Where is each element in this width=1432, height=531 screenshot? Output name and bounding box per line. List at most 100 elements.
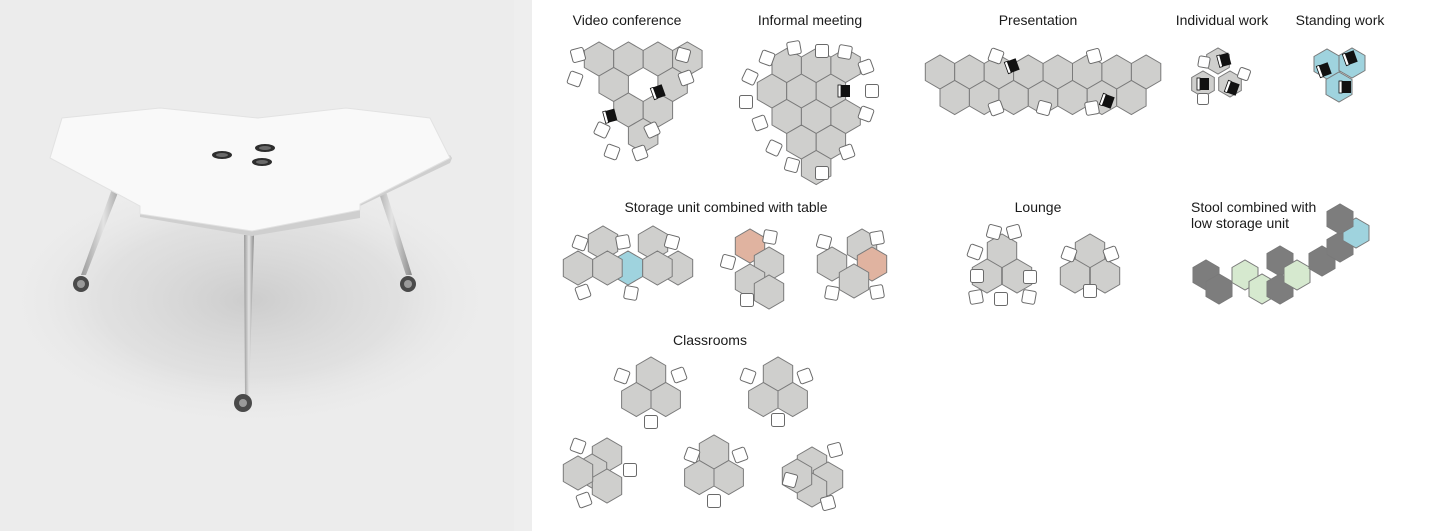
chair-square-icon — [670, 366, 688, 384]
laptop-icon — [1338, 80, 1351, 94]
label-stool-storage: Stool combined with low storage unit — [1191, 199, 1391, 231]
hex-table-illustration — [0, 107, 500, 430]
table-leg — [244, 235, 254, 395]
laptop-icon — [1003, 58, 1020, 75]
label-presentation: Presentation — [998, 12, 1078, 28]
chair-square-icon — [643, 121, 661, 139]
chair-square-icon — [781, 471, 799, 489]
chair-square-icon — [826, 441, 844, 459]
hex-table-top — [1326, 203, 1354, 235]
caster-wheel — [73, 276, 89, 292]
chair-square-icon — [819, 494, 837, 512]
label-informal-meeting: Informal meeting — [757, 12, 863, 28]
chair-square-icon — [569, 46, 587, 64]
chair-square-icon — [838, 143, 856, 161]
hex-table-top — [777, 381, 808, 418]
chair-square-icon — [593, 121, 611, 139]
hex-table-top — [592, 250, 623, 286]
chair-square-icon — [740, 293, 754, 307]
chair-square-icon — [837, 44, 853, 60]
chair-square-icon — [765, 139, 783, 157]
chair-square-icon — [571, 234, 589, 252]
laptop-icon — [1315, 62, 1332, 79]
chair-square-icon — [575, 491, 593, 509]
caster-wheel — [400, 276, 416, 292]
chair-square-icon — [994, 292, 1008, 306]
chair-square-icon — [771, 413, 785, 427]
hex-table-top — [1205, 273, 1233, 305]
laptop-icon — [1098, 92, 1115, 109]
chair-square-icon — [762, 229, 778, 245]
chair-square-icon — [731, 446, 749, 464]
chair-square-icon — [857, 58, 875, 76]
chair-square-icon — [631, 144, 649, 162]
chair-square-icon — [985, 223, 1003, 241]
chair-square-icon — [815, 233, 833, 251]
chair-square-icon — [623, 285, 639, 301]
label-stool-storage-line1: Stool combined with — [1191, 199, 1317, 215]
chair-square-icon — [1023, 270, 1037, 284]
label-video-conference: Video conference — [572, 12, 682, 28]
hex-table-top — [650, 381, 681, 418]
hex-table-top — [1001, 258, 1033, 294]
chair-square-icon — [815, 44, 829, 58]
cable-grommet-icon — [252, 158, 272, 166]
chair-square-icon — [1102, 245, 1120, 263]
chair-square-icon — [739, 367, 757, 385]
chair-square-icon — [987, 99, 1005, 117]
chair-square-icon — [758, 49, 776, 67]
chair-square-icon — [574, 283, 592, 301]
chair-square-icon — [783, 156, 801, 174]
chair-square-icon — [786, 40, 802, 56]
chair-square-icon — [739, 95, 753, 109]
laptop-icon — [1196, 77, 1209, 91]
label-stool-storage-line2: low storage unit — [1191, 215, 1290, 231]
layouts-diagram — [562, 40, 1370, 512]
caster-wheel — [234, 394, 252, 412]
cable-grommet-icon — [212, 151, 232, 159]
chair-square-icon — [857, 105, 875, 123]
label-individual-work: Individual work — [1175, 12, 1269, 28]
chair-square-icon — [719, 253, 737, 271]
chair-square-icon — [968, 289, 984, 305]
label-storage-unit: Storage unit combined with table — [624, 199, 828, 215]
chair-square-icon — [1005, 223, 1023, 241]
chair-square-icon — [1085, 47, 1103, 65]
layout-configurations-panel: Video conference Informal meeting Presen… — [532, 0, 1432, 531]
chair-square-icon — [824, 285, 840, 301]
chair-square-icon — [987, 47, 1005, 65]
chair-square-icon — [603, 143, 621, 161]
laptop-icon — [837, 84, 850, 98]
hex-table-top — [1116, 79, 1147, 116]
chair-square-icon — [966, 243, 984, 261]
chair-square-icon — [796, 367, 814, 385]
chair-square-icon — [677, 69, 695, 87]
hex-table-top — [591, 468, 623, 504]
chair-square-icon — [1084, 100, 1100, 116]
hex-table-top — [753, 274, 785, 310]
cable-grommet-icon — [255, 144, 275, 152]
hex-table-top — [562, 250, 594, 286]
chair-square-icon — [566, 70, 584, 88]
chair-square-icon — [613, 367, 631, 385]
chair-square-icon — [1197, 55, 1211, 69]
label-lounge: Lounge — [1014, 199, 1062, 215]
chair-square-icon — [869, 230, 885, 246]
chair-square-icon — [815, 166, 829, 180]
chair-square-icon — [623, 463, 637, 477]
hex-table-top — [713, 459, 744, 496]
laptop-icon — [1341, 50, 1358, 67]
chair-square-icon — [865, 84, 879, 98]
hex-table-top — [642, 250, 673, 286]
chair-square-icon — [869, 284, 885, 300]
chair-square-icon — [1197, 93, 1209, 105]
hex-table-top — [587, 225, 619, 261]
chair-square-icon — [970, 269, 984, 283]
chair-square-icon — [569, 437, 587, 455]
table-leg — [81, 172, 126, 275]
chair-square-icon — [1083, 284, 1097, 298]
laptop-icon — [649, 84, 666, 101]
chair-square-icon — [1237, 67, 1251, 81]
laptop-icon — [1216, 52, 1232, 68]
hex-table-top — [637, 225, 669, 261]
